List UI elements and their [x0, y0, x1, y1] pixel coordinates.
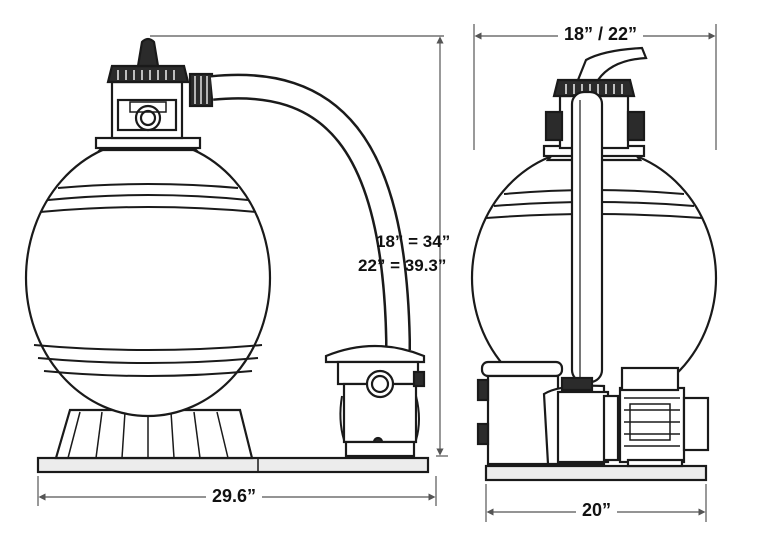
side-coupling-l	[544, 110, 564, 142]
hose-right	[570, 90, 604, 384]
base-plate-right	[484, 464, 708, 482]
valve-crown-left	[106, 64, 190, 84]
side-view	[24, 37, 430, 474]
tank-bands-left	[33, 183, 263, 377]
valve-handle-left	[136, 37, 160, 68]
base-plate-left	[36, 456, 430, 474]
left-width-label: 29.6”	[206, 486, 263, 507]
top-width-label: 18” / 22”	[558, 24, 644, 45]
pump-left	[324, 344, 426, 458]
sand-tank-left	[24, 138, 272, 418]
right-width-label: 20”	[576, 500, 618, 521]
valve-handle-right	[576, 46, 648, 82]
tank-stand	[54, 408, 254, 460]
pump-motor-right	[618, 366, 710, 468]
side-coupling-r	[626, 110, 646, 142]
front-view	[470, 46, 718, 482]
pump-housing-right	[542, 376, 620, 466]
height-22-label: 22” = 39.3”	[358, 256, 447, 275]
height-18-label: 18” = 34”	[376, 232, 451, 251]
